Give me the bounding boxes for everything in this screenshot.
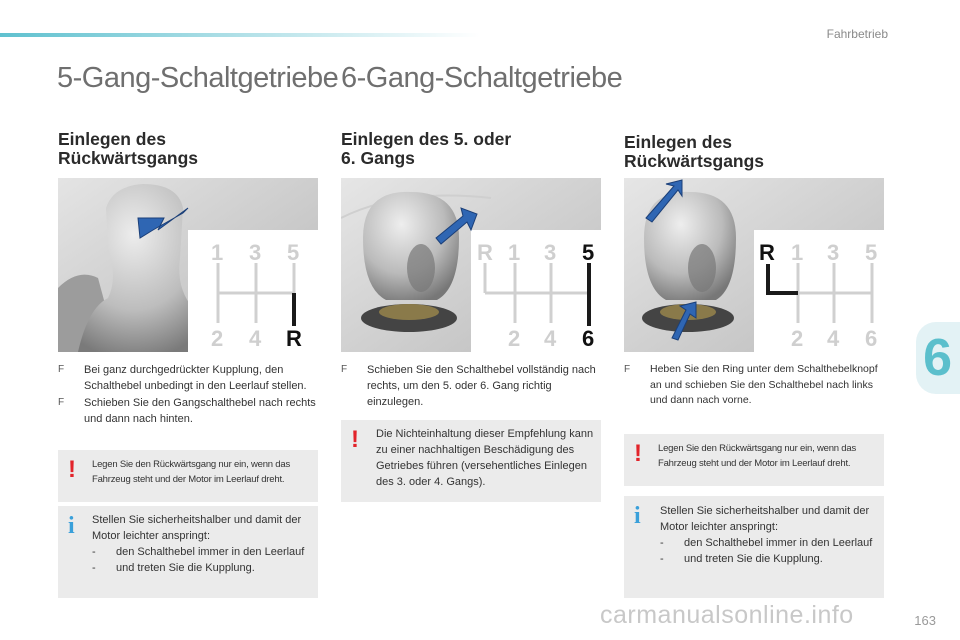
gate-label: 5 — [865, 240, 877, 265]
gate-label: 3 — [249, 240, 261, 265]
gate-label: 1 — [211, 240, 223, 265]
warning-text: Legen Sie den Rückwärtsgang nur ein, wen… — [92, 459, 291, 485]
arrow-icon — [435, 207, 478, 245]
info-icon: i — [68, 513, 75, 539]
watermark: carmanualsonline.info — [600, 601, 854, 629]
info-box-col1: i Stellen Sie sicherheitshalber und dami… — [58, 506, 318, 598]
warning-icon: ! — [351, 426, 359, 453]
gate-label-active: R — [759, 240, 775, 265]
gate-label: 2 — [211, 326, 223, 351]
info-icon: i — [634, 503, 641, 529]
gate-label: 4 — [249, 326, 262, 351]
title-5-gang: 5-Gang-Schaltgetriebe — [57, 62, 339, 94]
warning-icon: ! — [634, 440, 642, 467]
info-text: Stellen Sie sicherheitshalber und damit … — [92, 514, 305, 574]
gate-label: 3 — [827, 240, 839, 265]
gearshift-photo-col2: R 1 3 5 2 4 6 — [341, 178, 601, 352]
section-title: Fahrbetrieb — [826, 27, 888, 41]
warning-box-col3: ! Legen Sie den Rückwärtsgang nur ein, w… — [624, 434, 884, 486]
gate-label: 5 — [287, 240, 299, 265]
warning-text: Legen Sie den Rückwärtsgang nur ein, wen… — [658, 443, 857, 469]
chapter-number: 6 — [923, 329, 952, 387]
warning-text: Die Nichteinhaltung dieser Empfehlung ka… — [376, 428, 594, 488]
warning-box-col1: ! Legen Sie den Rückwärtsgang nur ein, w… — [58, 450, 318, 502]
arrow-icon — [645, 179, 697, 341]
chapter-tab — [916, 322, 960, 394]
gearshift-photo-col1: 1 3 5 2 4 R — [58, 178, 318, 352]
info-text: Stellen Sie sicherheitshalber und damit … — [660, 505, 873, 565]
gate-label: 3 — [544, 240, 556, 265]
page-number: 163 — [914, 613, 936, 628]
info-box-col3: i Stellen Sie sicherheitshalber und dami… — [624, 496, 884, 598]
gate-label: 6 — [865, 326, 877, 351]
gearshift-photo-col3: R 1 3 5 2 4 6 — [624, 178, 884, 352]
title-6-gang: 6-Gang-Schaltgetriebe — [341, 62, 623, 94]
gate-label-active: R — [286, 326, 302, 351]
header-accent-bar — [0, 33, 480, 37]
arrow-icon — [137, 207, 189, 239]
gate-label: 1 — [791, 240, 803, 265]
gate-label-active: 6 — [582, 326, 594, 351]
gate-label: R — [477, 240, 493, 265]
warning-box-col2: ! Die Nichteinhaltung dieser Empfehlung … — [341, 420, 601, 502]
gate-label-active: 5 — [582, 240, 594, 265]
warning-icon: ! — [68, 456, 76, 483]
gate-label: 4 — [827, 326, 840, 351]
gate-label: 2 — [791, 326, 803, 351]
gate-label: 4 — [544, 326, 557, 351]
gate-label: 2 — [508, 326, 520, 351]
gate-label: 1 — [508, 240, 520, 265]
